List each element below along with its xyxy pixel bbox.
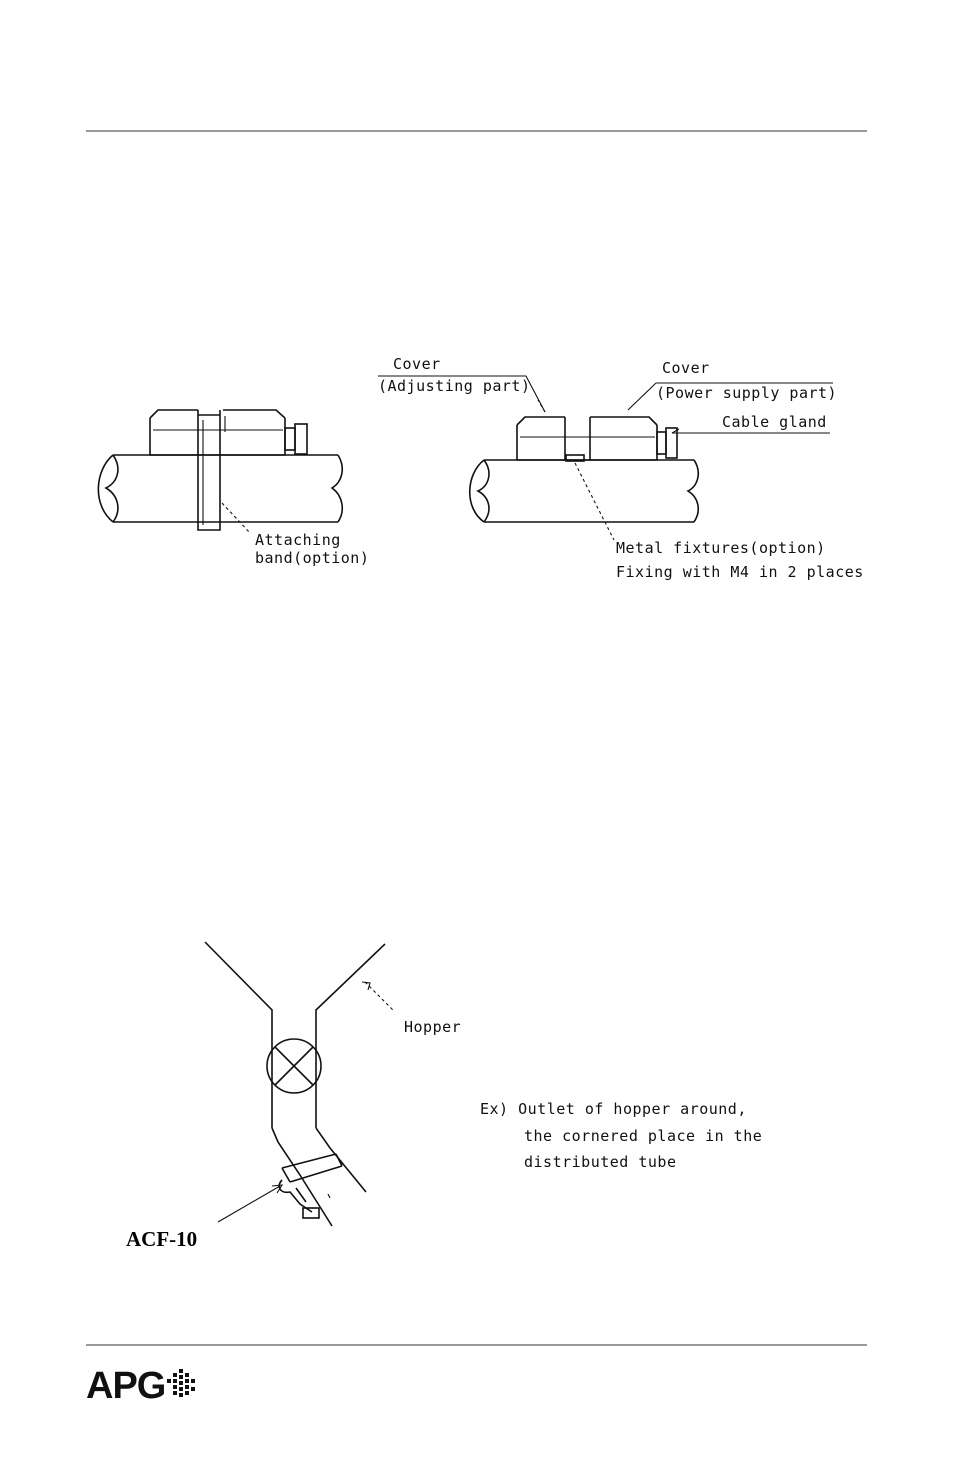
logo-text: APG: [86, 1366, 165, 1406]
left-pipe-drawing: [98, 410, 342, 533]
hopper-diagram: Hopper Ex) Outlet of hopper around, the …: [0, 930, 954, 1290]
mounting-diagram: Attaching band(option): [0, 0, 954, 640]
metal-fixtures-label-line2: Fixing with M4 in 2 places: [616, 563, 864, 581]
example-line3: distributed tube: [524, 1153, 677, 1171]
cover-adjusting-label-line1: Cover: [393, 355, 441, 373]
model-label: ACF-10: [126, 1227, 197, 1251]
example-line1: Ex) Outlet of hopper around,: [480, 1100, 747, 1118]
logo-grid-icon: [167, 1369, 197, 1403]
attaching-band-label-line2: band(option): [255, 549, 369, 567]
cover-power-label-line1: Cover: [662, 359, 710, 377]
cover-adjusting-label-line2: (Adjusting part): [378, 377, 531, 395]
attaching-band-label-line1: Attaching: [255, 531, 341, 549]
hopper-label: Hopper: [404, 1018, 461, 1036]
example-line2: the cornered place in the: [524, 1127, 762, 1145]
right-pipe-drawing: [470, 417, 699, 522]
cover-power-label-line2: (Power supply part): [656, 384, 837, 402]
apg-logo: APG: [86, 1366, 197, 1406]
hopper-drawing: [205, 942, 393, 1226]
metal-fixtures-label-line1: Metal fixtures(option): [616, 539, 826, 557]
footer-rule: [86, 1344, 867, 1346]
cable-gland-label: Cable gland: [722, 413, 827, 431]
